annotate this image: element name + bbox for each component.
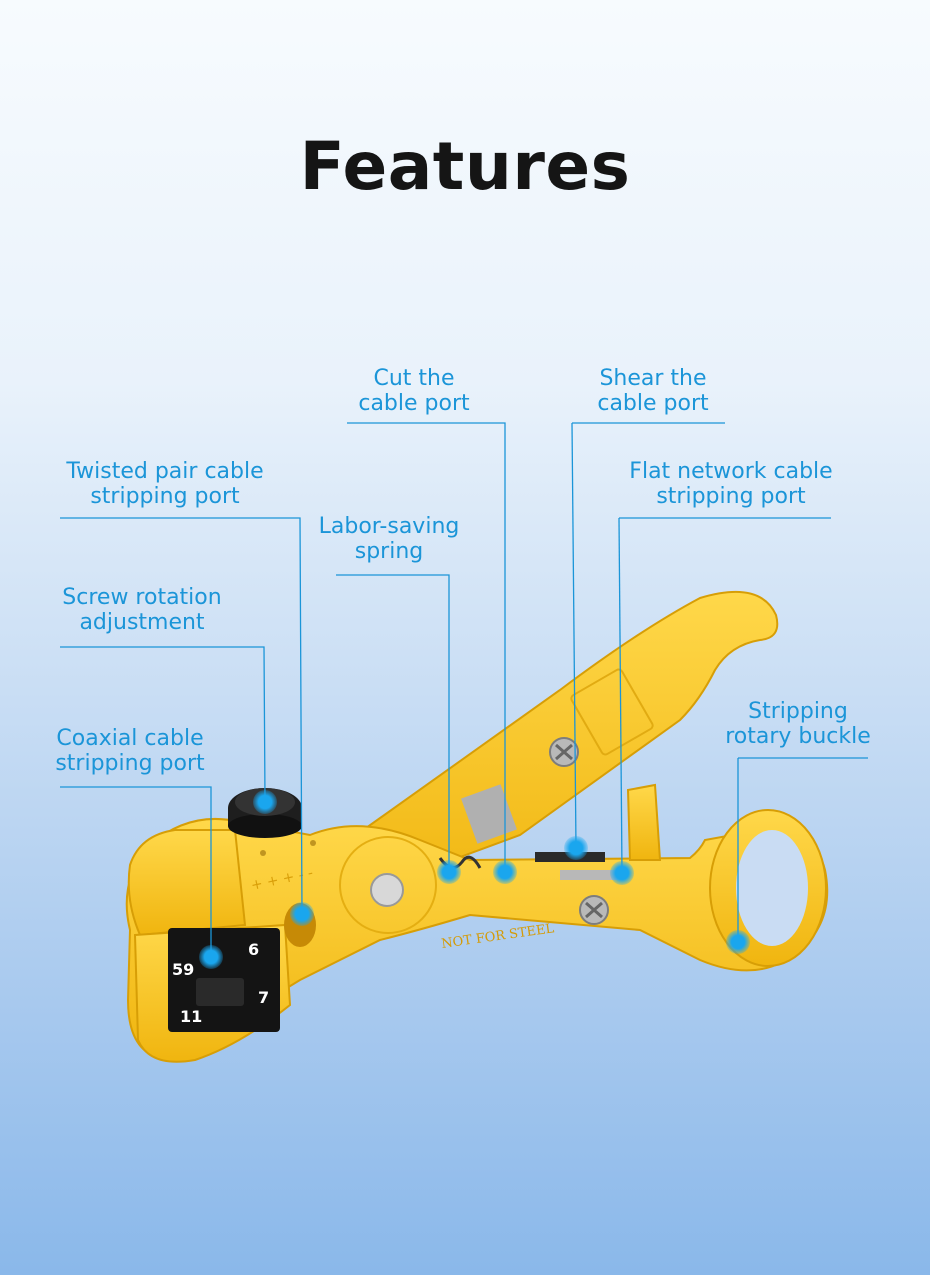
hotspot-marker (437, 860, 461, 884)
hotspot-marker (610, 861, 634, 885)
hotspot-marker (199, 945, 223, 969)
pivot-rivet (370, 873, 404, 907)
hotspot-marker (726, 930, 750, 954)
hotspot-marker (493, 860, 517, 884)
die-number: 7 (258, 988, 269, 1007)
hook-arm (298, 590, 779, 907)
die-number: 6 (248, 940, 259, 959)
die-number: 59 (172, 960, 194, 979)
page-title: Features (299, 128, 631, 205)
die-number: 11 (180, 1007, 202, 1026)
hotspot-marker (564, 836, 588, 860)
hotspot-marker (290, 902, 314, 926)
rotary-buckle-hole (736, 830, 808, 946)
emboss-text: NOT FOR STEEL (440, 921, 555, 952)
hotspot-marker (253, 790, 277, 814)
